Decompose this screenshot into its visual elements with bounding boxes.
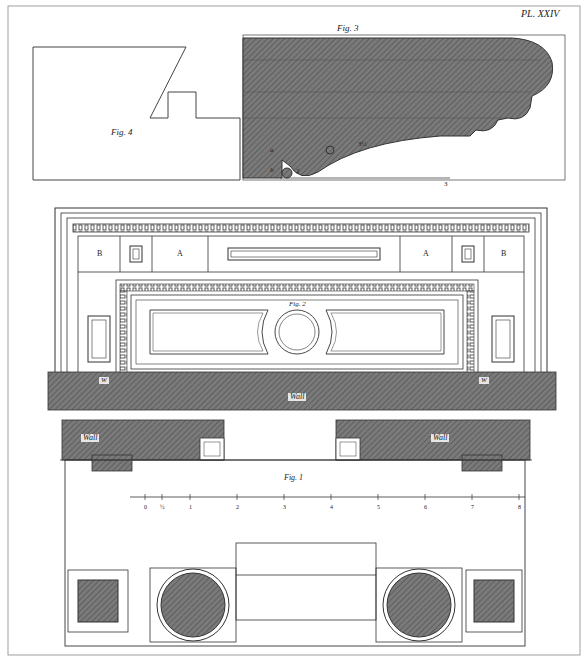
plate-label: PL. XXIV xyxy=(521,9,559,19)
plate-label: A xyxy=(423,250,429,258)
plate-label: 0 xyxy=(144,504,147,510)
plate-label: 2 xyxy=(236,504,239,510)
plate-label: b xyxy=(270,167,274,174)
plate-label: A xyxy=(177,250,183,258)
plate-label: W xyxy=(99,377,109,384)
plate-label: 8 xyxy=(518,504,521,510)
plate-label: Wall xyxy=(288,393,306,401)
plate-label: Fig. 4 xyxy=(111,128,133,137)
plate-label: B xyxy=(97,250,102,258)
plate-label: Wall xyxy=(81,434,99,442)
plate-label: B xyxy=(501,250,506,258)
plate-label: Wall xyxy=(431,434,449,442)
plate-label: ½ xyxy=(160,504,165,510)
plate-label: 5 xyxy=(377,504,380,510)
plate-label: a xyxy=(270,147,274,154)
plate-label: W xyxy=(479,377,489,384)
plate-label: 6 xyxy=(424,504,427,510)
plate-label: 7 xyxy=(471,504,474,510)
plate-label: 2 xyxy=(296,168,300,175)
plate-label: 3½ xyxy=(358,141,367,148)
plate-label: 3 xyxy=(283,504,286,510)
plate-label: 3 xyxy=(444,181,448,188)
plate-label: 4 xyxy=(330,504,333,510)
plate-label: Fig. 1 xyxy=(284,474,303,482)
plate-label: Fig. 3 xyxy=(337,24,359,33)
plate-label: 1 xyxy=(189,504,192,510)
plate-label: Fig. 2 xyxy=(289,301,306,308)
